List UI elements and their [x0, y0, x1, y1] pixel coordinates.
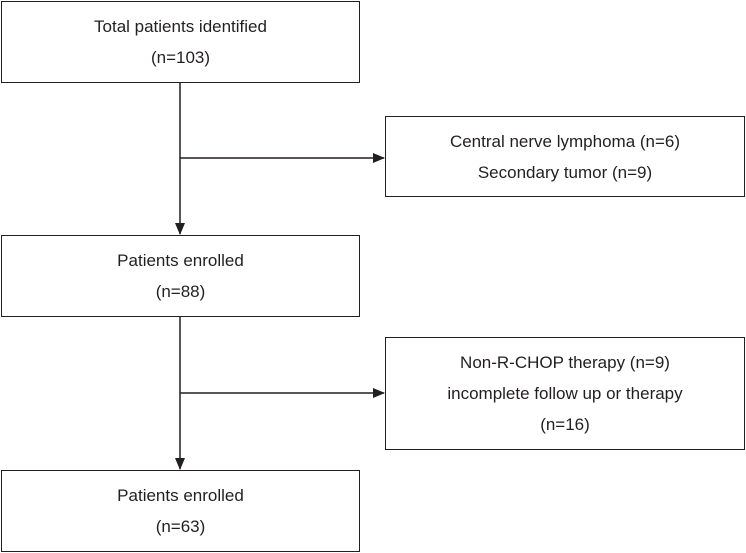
exclusion-box-2: Non-R-CHOP therapy (n=9) incomplete foll…	[385, 337, 745, 450]
exclusion-2-line-2: incomplete follow up or therapy	[447, 384, 683, 403]
enrolled-1-label: Patients enrolled	[117, 251, 244, 270]
total-patients-box: Total patients identified (n=103)	[1, 1, 360, 83]
total-patients-count: (n=103)	[150, 48, 211, 67]
enrolled-box-1: Patients enrolled (n=88)	[1, 235, 360, 317]
total-patients-label: Total patients identified	[94, 17, 267, 36]
exclusion-2-line-1: Non-R-CHOP therapy (n=9)	[460, 353, 670, 372]
enrolled-2-count: (n=63)	[155, 517, 206, 536]
exclusion-box-1: Central nerve lymphoma (n=6) Secondary t…	[385, 116, 745, 197]
exclusion-2-line-3: (n=16)	[540, 415, 590, 434]
exclusion-1-line-1: Central nerve lymphoma (n=6)	[449, 131, 681, 151]
enrolled-1-count: (n=88)	[155, 282, 206, 301]
enrolled-2-label: Patients enrolled	[117, 486, 244, 505]
exclusion-1-line-2: Secondary tumor (n=9)	[477, 162, 653, 182]
enrolled-box-2: Patients enrolled (n=63)	[1, 470, 360, 552]
